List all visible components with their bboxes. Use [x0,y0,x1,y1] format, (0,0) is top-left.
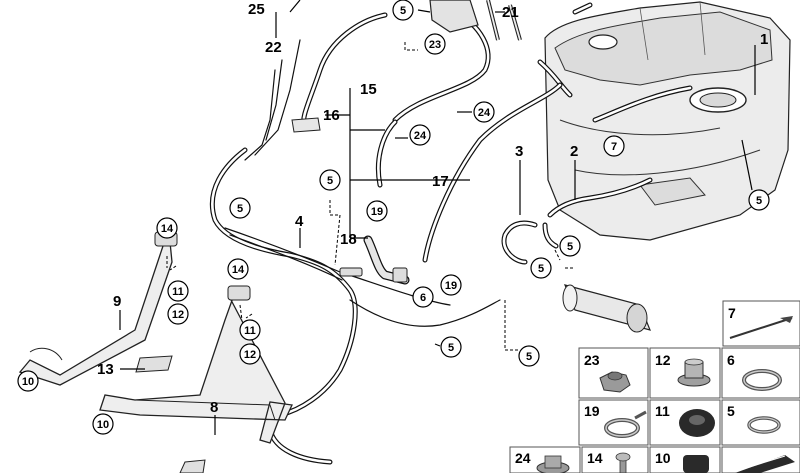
svg-text:6: 6 [420,292,426,304]
svg-text:24: 24 [478,107,491,119]
thumbnail-19: 19 [578,399,649,446]
callout-14: 14 [227,258,249,280]
thumbnail-23: 23 [578,347,649,399]
callout-5: 5 [392,0,414,21]
svg-text:5: 5 [567,241,573,253]
thumbnail-12: 12 [649,347,721,399]
callout-24: 24 [473,101,495,123]
label-8: 8 [210,399,218,416]
svg-text:11: 11 [655,403,670,419]
svg-text:19: 19 [371,206,383,218]
svg-text:10: 10 [97,419,109,431]
svg-text:5: 5 [237,203,243,215]
svg-text:5: 5 [448,342,454,354]
callout-12: 12 [167,303,189,325]
svg-text:11: 11 [172,286,184,298]
svg-text:11: 11 [244,325,256,337]
label-22: 22 [265,39,282,56]
label-18: 18 [340,231,357,248]
svg-text:24: 24 [515,450,531,466]
callout-5: 5 [559,235,581,257]
svg-text:23: 23 [584,352,600,368]
leader-lines [119,0,756,435]
callout-24: 24 [409,124,431,146]
thumbnail-11: 11 [649,399,721,446]
svg-text:14: 14 [232,264,245,276]
thumbnail-6: 6 [721,347,800,399]
label-25: 25 [248,1,265,18]
callouts: 5 5 5 5 5 5 5 5 6 7 10 10 11 11 12 12 14… [17,0,770,435]
callout-11: 11 [167,280,189,302]
svg-text:12: 12 [172,309,184,321]
svg-text:12: 12 [244,349,256,361]
fuel-lines [209,0,653,465]
svg-text:7: 7 [728,305,736,321]
callout-5: 5 [319,169,341,191]
callout-10: 10 [17,370,39,392]
callout-7: 7 [603,135,625,157]
callout-6: 6 [412,286,434,308]
svg-text:5: 5 [756,195,762,207]
svg-text:5: 5 [327,175,333,187]
callout-12: 12 [239,343,261,365]
parts-thumbnail-grid: 7 23 12 6 19 [509,300,800,473]
label-9: 9 [113,293,121,310]
svg-text:19: 19 [445,280,457,292]
svg-text:23: 23 [429,39,441,51]
callout-5: 5 [530,257,552,279]
callout-5: 5 [518,345,540,367]
callout-10: 10 [92,413,114,435]
callout-23: 23 [424,33,446,55]
part-labels: 1 2 3 4 8 9 13 15 16 17 18 21 22 25 [97,1,768,416]
thumbnail-strap-pad [721,446,800,473]
svg-text:5: 5 [526,351,532,363]
label-3: 3 [515,143,523,160]
fuel-tank [544,1,791,241]
thumbnail-14: 14 [581,446,649,473]
thumbnail-5: 5 [721,399,800,446]
label-16: 16 [323,107,340,124]
svg-text:24: 24 [414,130,427,142]
label-17: 17 [432,173,449,190]
svg-text:5: 5 [727,403,735,419]
callout-19: 19 [440,274,462,296]
label-2: 2 [570,143,578,160]
callout-5: 5 [440,336,462,358]
svg-text:14: 14 [161,223,174,235]
svg-text:19: 19 [584,403,600,419]
svg-text:5: 5 [400,5,406,17]
label-21: 21 [502,4,519,21]
svg-text:7: 7 [611,141,617,153]
svg-text:10: 10 [22,376,34,388]
label-15: 15 [360,81,377,98]
svg-text:6: 6 [727,352,735,368]
callout-5: 5 [748,189,770,211]
label-13: 13 [97,361,114,378]
label-1: 1 [760,31,768,48]
callout-19: 19 [366,200,388,222]
svg-text:10: 10 [655,450,671,466]
callout-11: 11 [239,319,261,341]
svg-text:5: 5 [538,263,544,275]
callout-5: 5 [229,197,251,219]
thumbnail-24: 24 [509,446,581,473]
thumbnail-10: 10 [649,446,721,473]
svg-text:12: 12 [655,352,671,368]
label-4: 4 [295,213,304,230]
svg-text:14: 14 [587,450,603,466]
fuel-filter [562,284,652,333]
thumbnail-7: 7 [722,300,800,347]
callout-14: 14 [156,217,178,239]
